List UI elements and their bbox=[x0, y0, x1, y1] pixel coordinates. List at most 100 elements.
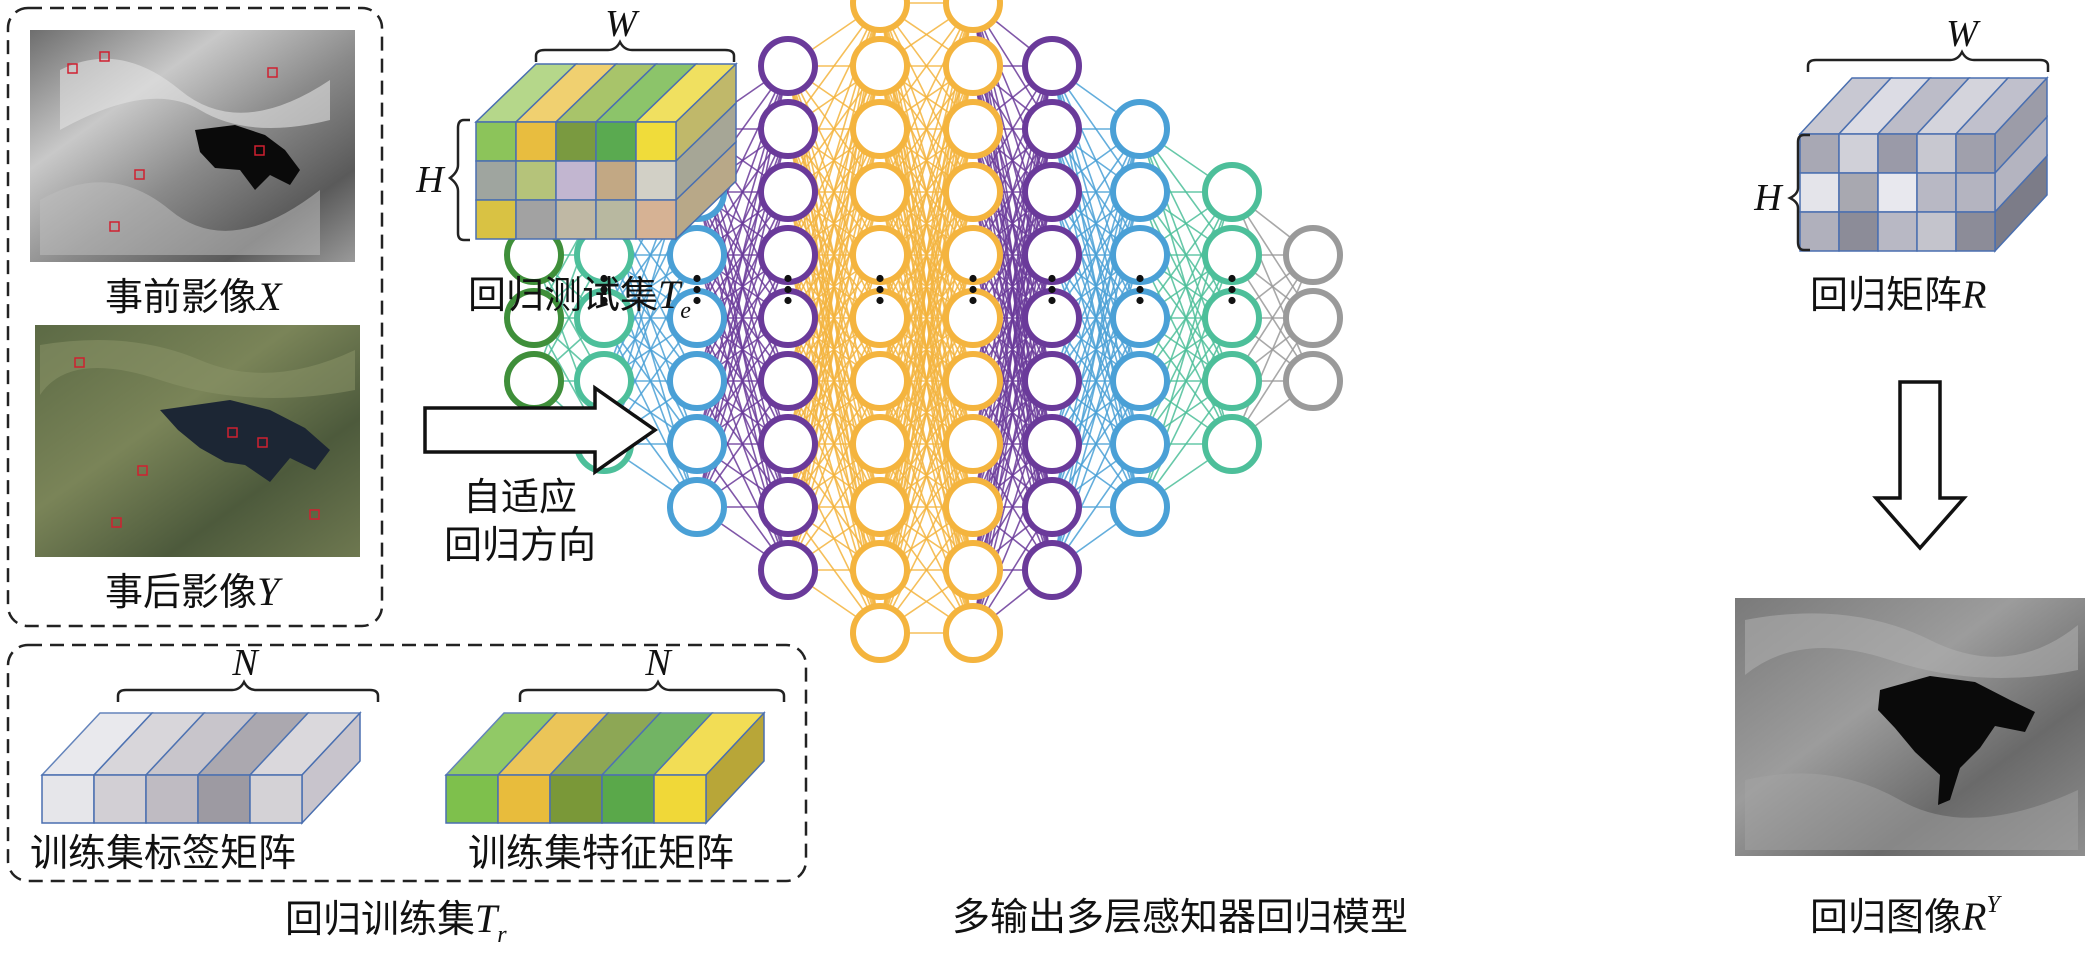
cuboid-front-cell bbox=[515, 121, 557, 162]
network-node bbox=[850, 99, 910, 159]
network-node bbox=[758, 99, 818, 159]
network-edge bbox=[787, 2, 881, 193]
feature-matrix-label: 训练集特征矩阵 bbox=[468, 831, 734, 875]
network-node bbox=[1202, 225, 1262, 285]
test-set-subscript: e bbox=[680, 298, 691, 324]
ellipsis-dot bbox=[600, 296, 608, 305]
reg-width-label: W bbox=[1946, 13, 1981, 55]
network-edge bbox=[1231, 254, 1314, 445]
network-node bbox=[850, 0, 910, 33]
network-node bbox=[850, 603, 910, 663]
strip-front-cell bbox=[601, 774, 655, 824]
network-node bbox=[667, 351, 727, 411]
strip-front-cell bbox=[145, 774, 199, 824]
image-pair-box bbox=[6, 6, 384, 628]
label-matrix-label: 训练集标签矩阵 bbox=[30, 831, 296, 875]
network-edge bbox=[879, 2, 974, 571]
network-node bbox=[758, 351, 818, 411]
test-set-cuboid bbox=[474, 62, 738, 241]
pre-image-label: 事前影像 bbox=[105, 275, 257, 319]
network-edge bbox=[1051, 380, 1141, 571]
network-node bbox=[943, 603, 1003, 663]
network-node bbox=[1022, 477, 1082, 537]
ellipsis-dot bbox=[784, 285, 792, 294]
network-node bbox=[758, 540, 818, 600]
network-node bbox=[850, 540, 910, 600]
network-ellipses bbox=[600, 274, 1236, 305]
network-edge bbox=[787, 380, 881, 571]
network-edge bbox=[1051, 128, 1141, 319]
ellipsis-dot bbox=[784, 274, 792, 283]
ellipsis-dot bbox=[876, 274, 884, 283]
cuboid-front-cell bbox=[1877, 172, 1918, 213]
network-node bbox=[1022, 351, 1082, 411]
network-node bbox=[1022, 36, 1082, 96]
network-node bbox=[943, 477, 1003, 537]
cuboid-front-cell bbox=[1799, 172, 1840, 213]
cuboid-front-cell bbox=[555, 199, 597, 240]
test-height-label: H bbox=[415, 159, 446, 201]
network-node bbox=[850, 477, 910, 537]
network-node bbox=[1202, 414, 1262, 474]
network-node bbox=[1202, 351, 1262, 411]
test-height-brace bbox=[447, 118, 470, 242]
reg-matrix-label: 回归矩阵 bbox=[1810, 273, 1962, 317]
svg-text:回归测试集Te: 回归测试集Te bbox=[468, 272, 691, 324]
label-strip-brace bbox=[116, 679, 380, 702]
network-node bbox=[943, 540, 1003, 600]
network-nodes bbox=[504, 0, 1343, 663]
network-node bbox=[850, 36, 910, 96]
ellipsis-dot bbox=[1228, 274, 1236, 283]
ellipsis-dot bbox=[1048, 285, 1056, 294]
ellipsis-dot bbox=[969, 285, 977, 294]
network-edge bbox=[972, 65, 1053, 256]
ellipsis-dot bbox=[693, 274, 701, 283]
svg-text:回归图像RY: 回归图像RY bbox=[1810, 892, 2002, 939]
network-node bbox=[1110, 225, 1170, 285]
ellipsis-dot bbox=[600, 274, 608, 283]
network-edge bbox=[1139, 191, 1233, 382]
cuboid-front-cell bbox=[555, 160, 597, 201]
ellipsis-dot bbox=[1136, 296, 1144, 305]
mlp-model-label: 多输出多层感知器回归模型 bbox=[952, 895, 1408, 939]
test-width-label: W bbox=[605, 3, 640, 45]
reg-height-label: H bbox=[1753, 177, 1784, 219]
strip-front-cell bbox=[653, 774, 707, 824]
cuboid-front-cell bbox=[1877, 133, 1918, 174]
cuboid-front-cell bbox=[1799, 211, 1840, 252]
test-set-variable: T bbox=[658, 272, 683, 317]
training-set-box bbox=[6, 643, 808, 883]
network-node bbox=[1022, 414, 1082, 474]
training-label-matrix bbox=[40, 711, 362, 825]
cuboid-front-cell bbox=[1916, 172, 1957, 213]
ellipsis-dot bbox=[969, 296, 977, 305]
ellipsis-dot bbox=[969, 274, 977, 283]
ellipsis-dot bbox=[693, 296, 701, 305]
cuboid-front-cell bbox=[635, 160, 677, 201]
network-node bbox=[1283, 288, 1343, 348]
ellipsis-dot bbox=[1048, 274, 1056, 283]
network-node bbox=[667, 477, 727, 537]
cuboid-front-cell bbox=[1916, 211, 1957, 252]
cuboid-front-cell bbox=[1838, 133, 1879, 174]
reg-matrix-variable: R bbox=[1961, 272, 1986, 317]
network-node bbox=[943, 414, 1003, 474]
network-node bbox=[943, 99, 1003, 159]
post-event-image bbox=[35, 325, 360, 557]
test-width-brace bbox=[534, 39, 736, 62]
network-edge bbox=[972, 65, 1053, 634]
network-node bbox=[943, 36, 1003, 96]
svg-text:回归训练集Tr: 回归训练集Tr bbox=[285, 896, 507, 948]
reg-image-variable: R bbox=[1961, 894, 1986, 939]
network-node bbox=[1283, 225, 1343, 285]
network-edge bbox=[972, 443, 1053, 634]
network-node bbox=[850, 225, 910, 285]
network-node bbox=[943, 0, 1003, 33]
strip-front-cell bbox=[445, 774, 499, 824]
ellipsis-dot bbox=[876, 285, 884, 294]
cuboid-front-cell bbox=[475, 160, 517, 201]
network-node bbox=[1110, 162, 1170, 222]
network-node bbox=[943, 351, 1003, 411]
test-set-label: 回归测试集 bbox=[468, 273, 658, 317]
